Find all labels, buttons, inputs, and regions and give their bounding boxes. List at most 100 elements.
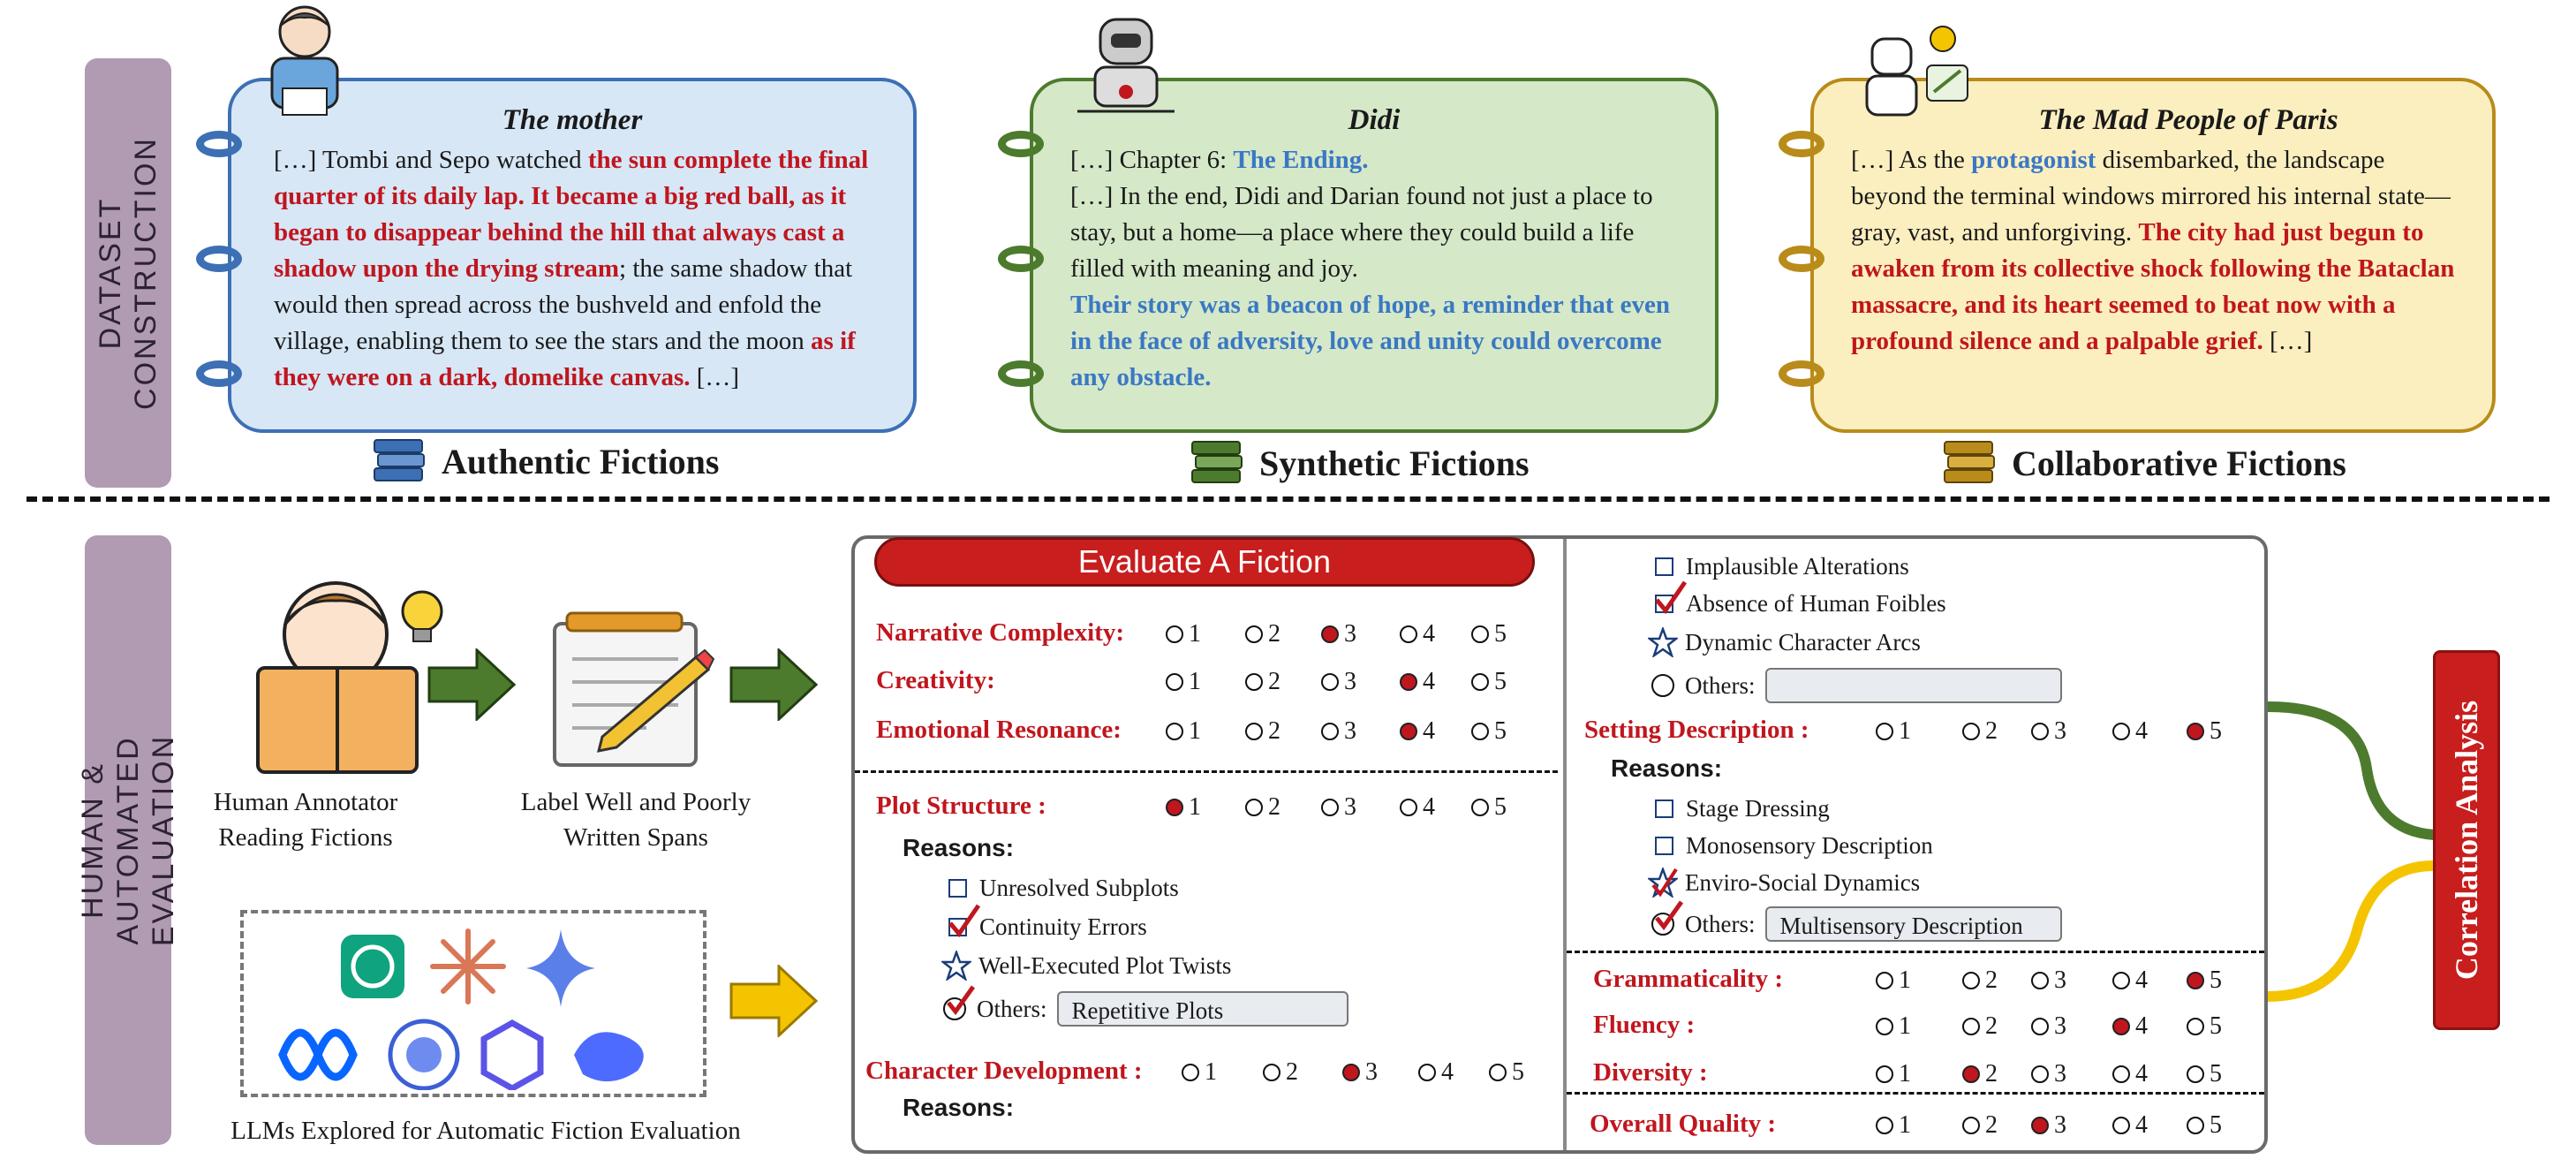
radio[interactable] <box>2031 723 2049 740</box>
star-icon[interactable] <box>941 951 971 981</box>
rating-option[interactable]: 5 <box>1489 1058 1524 1087</box>
radio[interactable] <box>1342 1064 1360 1081</box>
radio[interactable] <box>2112 972 2130 989</box>
radio[interactable] <box>1321 625 1339 643</box>
radio[interactable] <box>2112 1018 2130 1035</box>
radio[interactable] <box>1400 723 1417 740</box>
radio[interactable] <box>2187 1117 2204 1134</box>
radio[interactable] <box>2031 1065 2049 1083</box>
radio[interactable] <box>1962 1065 1980 1083</box>
rating-option[interactable]: 2 <box>1962 1012 1998 1041</box>
star-icon[interactable] <box>1648 627 1678 657</box>
rating-option[interactable]: 3 <box>2031 1111 2066 1140</box>
rating-option[interactable]: 3 <box>1321 793 1356 822</box>
radio[interactable] <box>2112 1117 2130 1134</box>
radio[interactable] <box>1489 1064 1507 1081</box>
radio[interactable] <box>1651 900 1684 936</box>
radio[interactable] <box>1876 723 1893 740</box>
checkbox[interactable] <box>1655 837 1673 855</box>
radio[interactable] <box>2112 723 2130 740</box>
radio[interactable] <box>1245 799 1263 816</box>
rating-option[interactable]: 1 <box>1166 668 1201 696</box>
rating-option[interactable]: 5 <box>1471 717 1507 746</box>
radio[interactable] <box>2112 1065 2130 1083</box>
radio[interactable] <box>1321 673 1339 691</box>
rating-option[interactable]: 3 <box>2031 717 2066 746</box>
rating-option[interactable]: 2 <box>1245 793 1280 822</box>
rating-option[interactable]: 5 <box>1471 668 1507 696</box>
reason-unresolved-subplots[interactable]: Unresolved Subplots <box>948 875 1179 902</box>
reason-enviro-social-dynamics[interactable]: Enviro-Social Dynamics <box>1648 868 1920 898</box>
radio[interactable] <box>1245 723 1263 740</box>
checkbox-checked[interactable] <box>948 904 981 938</box>
rating-option[interactable]: 4 <box>1400 793 1435 822</box>
rating-option[interactable]: 2 <box>1245 668 1280 696</box>
reason-others-plot[interactable]: Others: Repetitive Plots <box>943 985 1349 1027</box>
reason-others-character[interactable]: Others: <box>1651 668 2063 703</box>
radio[interactable] <box>2187 1065 2204 1083</box>
radio[interactable] <box>1166 625 1183 643</box>
reason-dynamic-character-arcs[interactable]: Dynamic Character Arcs <box>1648 627 1921 657</box>
radio[interactable] <box>1962 972 1980 989</box>
rating-option[interactable]: 2 <box>1245 717 1280 746</box>
reason-absence-human-foibles[interactable]: Absence of Human Foibles <box>1655 580 1946 618</box>
rating-option[interactable]: 1 <box>1166 620 1201 648</box>
radio[interactable] <box>1321 799 1339 816</box>
rating-option[interactable]: 5 <box>1471 793 1507 822</box>
reason-stage-dressing[interactable]: Stage Dressing <box>1655 795 1830 822</box>
reason-others-setting[interactable]: Others: Multisensory Description <box>1651 900 2063 942</box>
rating-option[interactable]: 3 <box>2031 966 2066 995</box>
radio[interactable] <box>1418 1064 1436 1081</box>
rating-option[interactable]: 5 <box>2187 1012 2222 1041</box>
radio[interactable] <box>1471 723 1489 740</box>
rating-option[interactable]: 5 <box>2187 1060 2222 1088</box>
rating-option[interactable]: 1 <box>1876 966 1911 995</box>
rating-option[interactable]: 4 <box>2112 1012 2148 1041</box>
rating-option[interactable]: 1 <box>1166 717 1201 746</box>
checkbox[interactable] <box>1655 557 1673 576</box>
rating-option[interactable]: 1 <box>1876 1012 1911 1041</box>
radio[interactable] <box>1321 723 1339 740</box>
rating-option[interactable]: 5 <box>2187 1111 2222 1140</box>
others-input[interactable] <box>1765 668 2063 703</box>
radio[interactable] <box>1166 673 1183 691</box>
rating-option[interactable]: 4 <box>1400 717 1435 746</box>
radio[interactable] <box>2187 723 2204 740</box>
rating-option[interactable]: 2 <box>1962 1111 1998 1140</box>
rating-option[interactable]: 1 <box>1876 717 1911 746</box>
radio[interactable] <box>1471 673 1489 691</box>
reason-well-executed-plot-twists[interactable]: Well-Executed Plot Twists <box>941 951 1231 981</box>
rating-option[interactable]: 4 <box>2112 1111 2148 1140</box>
rating-option[interactable]: 4 <box>2112 966 2148 995</box>
rating-option[interactable]: 2 <box>1962 717 1998 746</box>
rating-option[interactable]: 1 <box>1876 1111 1911 1140</box>
others-input[interactable]: Multisensory Description <box>1765 906 2063 942</box>
radio[interactable] <box>1876 1117 1893 1134</box>
rating-option[interactable]: 3 <box>1321 668 1356 696</box>
rating-option[interactable]: 3 <box>1321 620 1356 648</box>
reason-continuity-errors[interactable]: Continuity Errors <box>948 904 1147 941</box>
star-icon[interactable] <box>1648 868 1678 898</box>
rating-option[interactable]: 1 <box>1876 1060 1911 1088</box>
radio[interactable] <box>943 985 976 1020</box>
radio[interactable] <box>2187 972 2204 989</box>
radio[interactable] <box>1166 799 1183 816</box>
rating-option[interactable]: 5 <box>1471 620 1507 648</box>
radio[interactable] <box>1876 1065 1893 1083</box>
rating-option[interactable]: 1 <box>1182 1058 1217 1087</box>
rating-option[interactable]: 5 <box>2187 717 2222 746</box>
radio[interactable] <box>1400 673 1417 691</box>
rating-option[interactable]: 2 <box>1962 1060 1998 1088</box>
radio[interactable] <box>1400 625 1417 643</box>
others-input[interactable]: Repetitive Plots <box>1057 991 1349 1027</box>
rating-option[interactable]: 3 <box>2031 1012 2066 1041</box>
radio[interactable] <box>2031 972 2049 989</box>
radio[interactable] <box>2031 1117 2049 1134</box>
rating-option[interactable]: 4 <box>2112 717 2148 746</box>
radio[interactable] <box>2031 1018 2049 1035</box>
radio[interactable] <box>1876 972 1893 989</box>
radio[interactable] <box>1182 1064 1199 1081</box>
rating-option[interactable]: 2 <box>1263 1058 1298 1087</box>
rating-option[interactable]: 5 <box>2187 966 2222 995</box>
radio[interactable] <box>1245 673 1263 691</box>
